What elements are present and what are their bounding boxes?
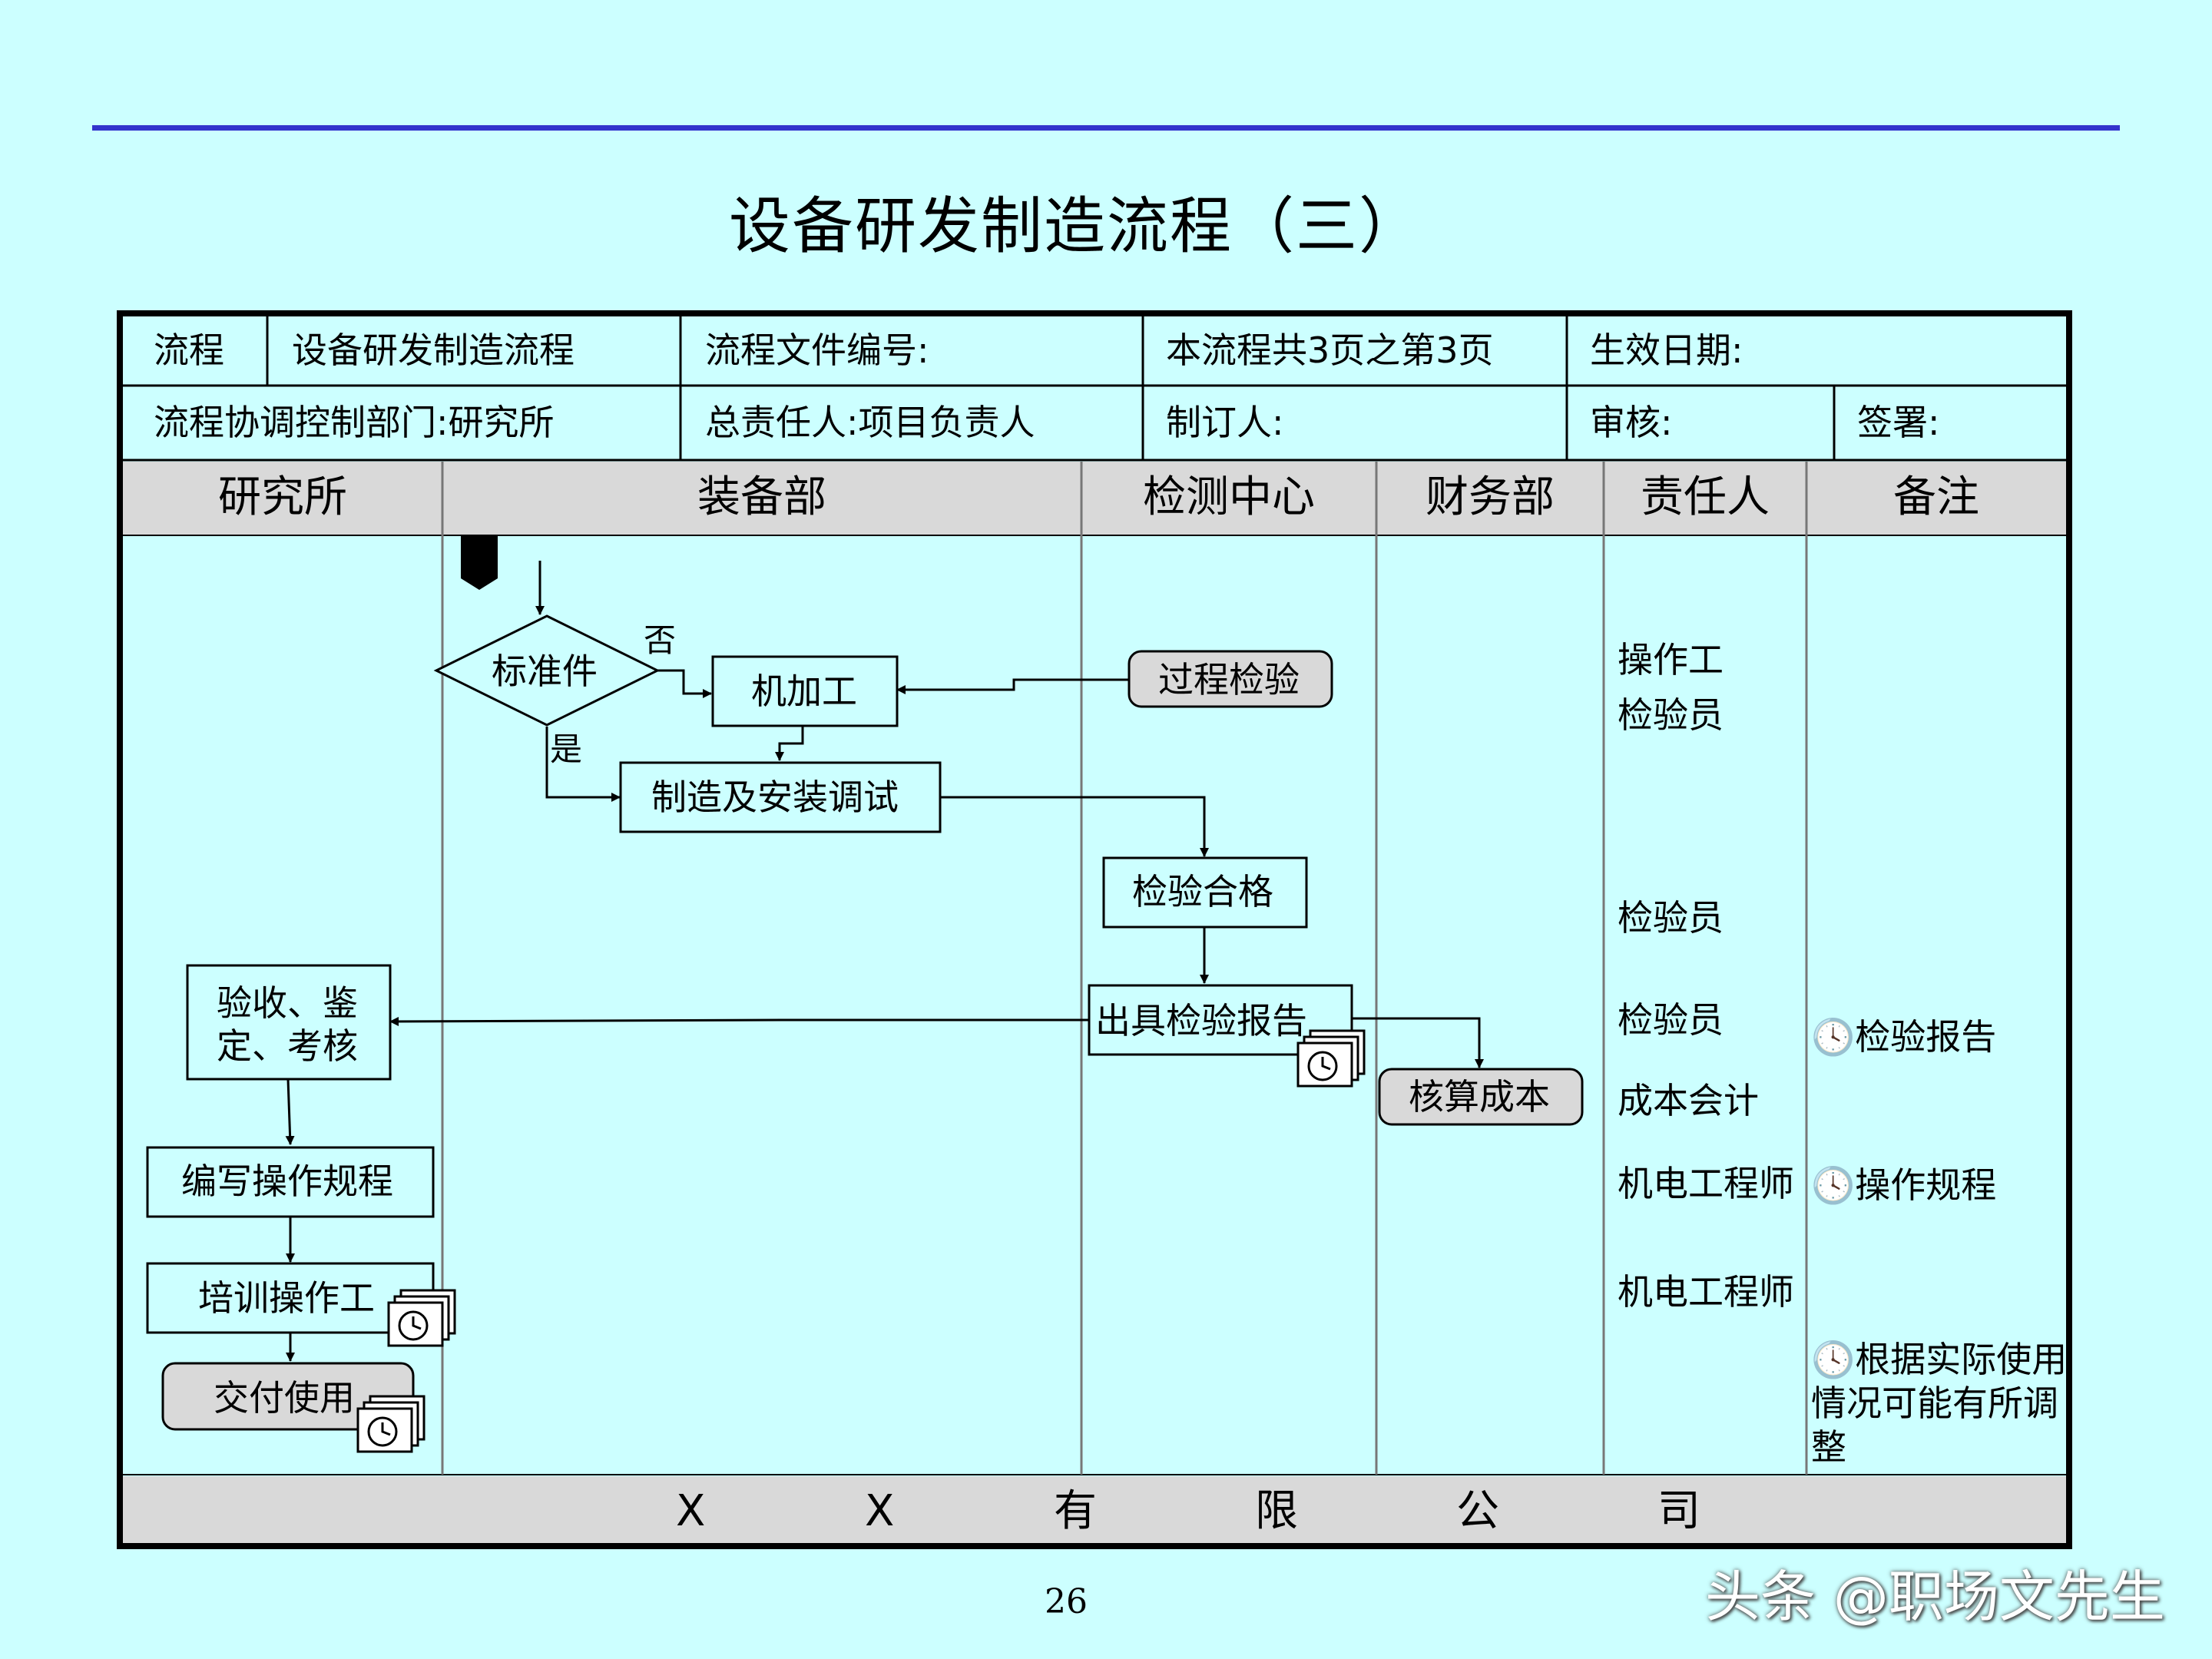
lane-header-testing: 检测中心: [1143, 472, 1315, 522]
lane-header-finance: 财务部: [1426, 472, 1555, 522]
responsible-operator: 操作工: [1618, 639, 1724, 680]
remark-inspection-report: 🕓检验报告: [1811, 1015, 2072, 1059]
footer-char-2: X: [865, 1486, 895, 1536]
remark-text: 检验报告: [1855, 1016, 1997, 1058]
remark-adjustment: 🕓根据实际使用情况可能有所调整: [1811, 1338, 2072, 1469]
header-dept: 流程协调控制部门:研究所: [154, 402, 555, 443]
responsible-cost-accountant: 成本会计: [1618, 1080, 1759, 1121]
header-table-grid: [123, 316, 2066, 462]
training-document-icon: [387, 1289, 456, 1347]
branch-no-label: 否: [644, 621, 677, 659]
remark-operating-rules: 🕓操作规程: [1811, 1164, 2072, 1207]
node-acceptance: 验收、鉴 定、考核: [217, 982, 358, 1068]
node-write-rules: 编写操作规程: [181, 1161, 393, 1202]
footer-char-6: 司: [1657, 1486, 1700, 1536]
lane-header-remarks: 备注: [1893, 472, 1979, 522]
lane-dividers: [441, 462, 1808, 1475]
branch-yes-label: 是: [550, 730, 583, 768]
watermark: 头条 @职场文先生: [1705, 1565, 2165, 1629]
header-file-no: 流程文件编号:: [705, 329, 929, 371]
responsible-inspector-1: 检验员: [1618, 694, 1724, 736]
node-acceptance-line2: 定、考核: [217, 1025, 358, 1067]
footer-char-4: 限: [1255, 1486, 1298, 1536]
responsible-inspector-2: 检验员: [1618, 897, 1724, 939]
node-deliver: 交付使用: [214, 1377, 355, 1419]
header-sign: 签署:: [1857, 402, 1940, 443]
page-title: 设备研发制造流程（三）: [729, 190, 1422, 262]
header-author: 制订人:: [1166, 402, 1284, 443]
start-connector-shape: [461, 535, 498, 590]
node-standard-part: 标准件: [492, 651, 598, 692]
remark-clock-icon: 🕓: [1811, 1164, 1856, 1206]
responsible-engineer-1: 机电工程师: [1618, 1163, 1794, 1204]
footer-band: [123, 1476, 2066, 1543]
header-effective-date: 生效日期:: [1590, 329, 1743, 371]
header-owner: 总责任人:项目负责人: [705, 402, 1035, 443]
lane-header-research: 研究所: [218, 472, 347, 522]
responsible-engineer-2: 机电工程师: [1618, 1271, 1794, 1313]
footer-char-5: 公: [1456, 1486, 1499, 1536]
remark-text: 操作规程: [1855, 1164, 1997, 1206]
node-cost-accounting: 核算成本: [1409, 1076, 1550, 1118]
page-number: 26: [1045, 1582, 1088, 1621]
header-flow-name: 设备研发制造流程: [292, 329, 575, 371]
lane-header-equipment: 装备部: [697, 472, 826, 522]
decision-diamond-shape: [433, 614, 661, 727]
node-issue-report: 出具检验报告: [1095, 1000, 1307, 1041]
header-flow-label: 流程: [154, 329, 224, 371]
node-machining: 机加工: [751, 671, 857, 712]
header-review: 审核:: [1590, 402, 1673, 443]
lane-header-responsible: 责任人: [1641, 472, 1770, 522]
process-box-shapes: [146, 655, 1353, 1334]
connectors: [285, 561, 1484, 1362]
node-manufacture-install: 制造及安装调试: [651, 777, 899, 818]
node-acceptance-line1: 验收、鉴: [217, 982, 358, 1024]
report-document-icon: [1296, 1029, 1366, 1088]
lane-grid: [123, 535, 2066, 1475]
lane-header-band: [123, 462, 2066, 535]
responsible-inspector-3: 检验员: [1618, 999, 1724, 1041]
node-train-operators: 培训操作工: [198, 1277, 375, 1319]
remark-clock-icon: 🕓: [1811, 1339, 1856, 1380]
terminal-box-shapes: [161, 650, 1584, 1431]
top-rule: [92, 125, 2120, 131]
remark-text: 根据实际使用情况可能有所调整: [1811, 1339, 2068, 1468]
remark-clock-icon: 🕓: [1811, 1016, 1856, 1058]
footer-char-1: X: [676, 1486, 706, 1536]
header-pages: 本流程共3页之第3页: [1166, 329, 1494, 371]
flowchart-frame: [117, 310, 2072, 1549]
delivery-document-icon: [356, 1395, 426, 1453]
node-inspection-passed: 检验合格: [1132, 871, 1273, 912]
node-process-inspection: 过程检验: [1158, 659, 1300, 700]
footer-char-3: 有: [1054, 1486, 1097, 1536]
